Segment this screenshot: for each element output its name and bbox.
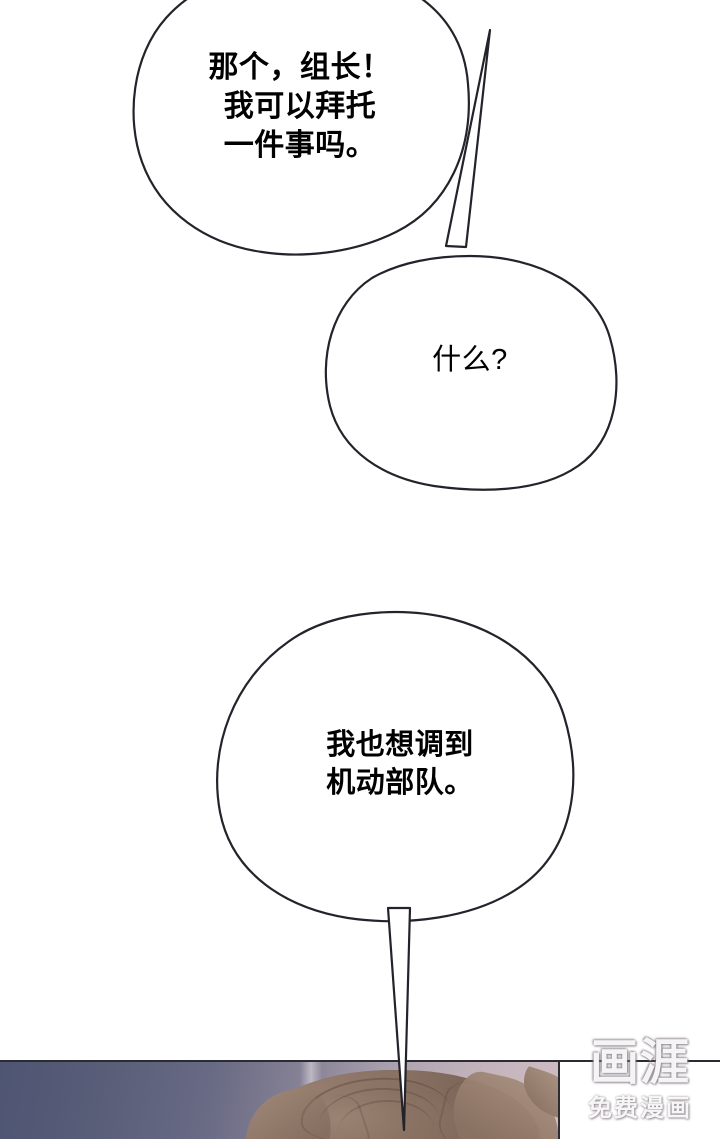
panel-border-right — [558, 1062, 560, 1139]
panel-gutter-right — [560, 1062, 720, 1139]
bubble-3-text: 我也想调到 机动部队。 — [326, 729, 474, 799]
art-panel — [0, 1060, 720, 1139]
bubble-1-text: 那个，组长！ 我可以拜托 一件事吗。 — [208, 51, 392, 162]
bubble-1-tail — [444, 28, 492, 249]
bubble-2-text: 什么? — [432, 344, 508, 376]
